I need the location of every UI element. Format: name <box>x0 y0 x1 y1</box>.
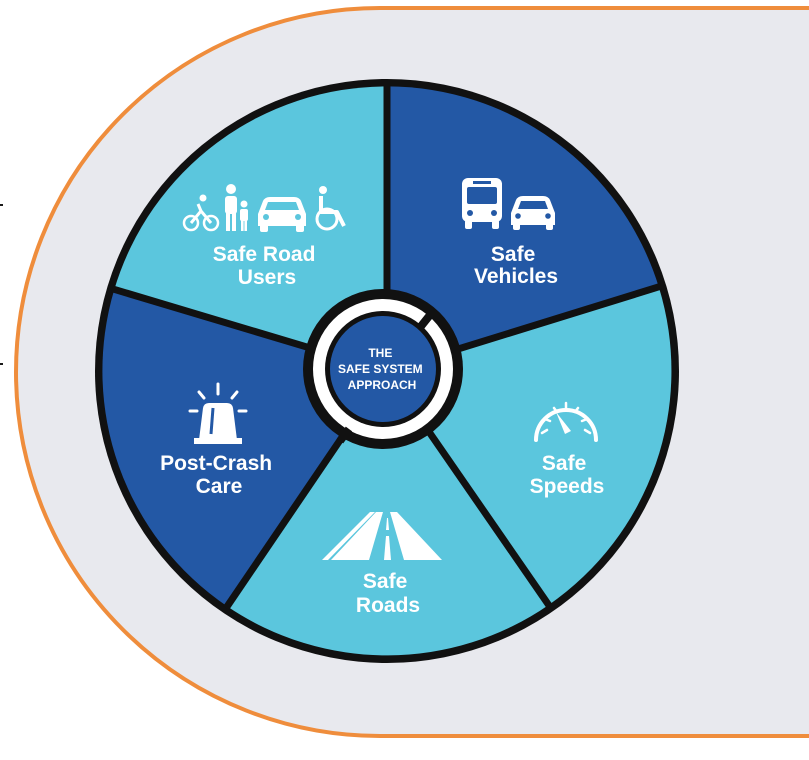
label-line: Roads <box>356 594 420 617</box>
label-line: Safe <box>542 452 586 475</box>
label-safe-roads: Safe Roads <box>356 570 420 617</box>
center-line-1: THE <box>368 346 392 360</box>
hub-center <box>330 316 436 422</box>
bus-icon <box>462 178 502 229</box>
pedestrian-child-icon <box>240 200 248 231</box>
car-icon <box>258 197 306 232</box>
label-line: Care <box>196 475 243 498</box>
label-safe-speeds: Safe Speeds <box>530 452 605 498</box>
label-safe-vehicles: Safe Vehicles <box>474 243 558 288</box>
edge-mark <box>0 204 3 206</box>
segment-safe-road-users <box>114 86 387 371</box>
bus-and-car-icon <box>462 178 555 230</box>
center-title: THE SAFE SYSTEM APPROACH <box>338 346 426 392</box>
pedestrian-adult-icon <box>225 184 237 231</box>
label-safe-road-users: Safe Road Users <box>213 243 322 289</box>
emergency-light-icon <box>188 382 248 444</box>
road-icon <box>322 512 442 560</box>
label-line: Safe <box>491 243 535 266</box>
segment-safe-vehicles <box>387 86 659 372</box>
center-line-2: SAFE SYSTEM <box>338 362 423 376</box>
road-users-icon <box>182 184 346 232</box>
hub-ring-gap <box>336 426 353 444</box>
cyclist-icon <box>182 194 220 232</box>
speedometer-icon <box>534 401 598 442</box>
label-line: Safe <box>363 570 407 593</box>
car-icon <box>511 196 555 230</box>
label-post-crash-care: Post-Crash Care <box>160 452 278 498</box>
segment-safe-roads <box>227 371 549 656</box>
label-line: Vehicles <box>474 265 558 288</box>
label-line: Safe Road <box>213 243 316 266</box>
wheelchair-icon <box>315 186 346 231</box>
label-line: Users <box>238 266 296 289</box>
edge-mark <box>0 363 3 365</box>
label-line: Post-Crash <box>160 452 272 475</box>
label-line: Speeds <box>530 475 605 498</box>
center-line-3: APPROACH <box>348 378 417 392</box>
